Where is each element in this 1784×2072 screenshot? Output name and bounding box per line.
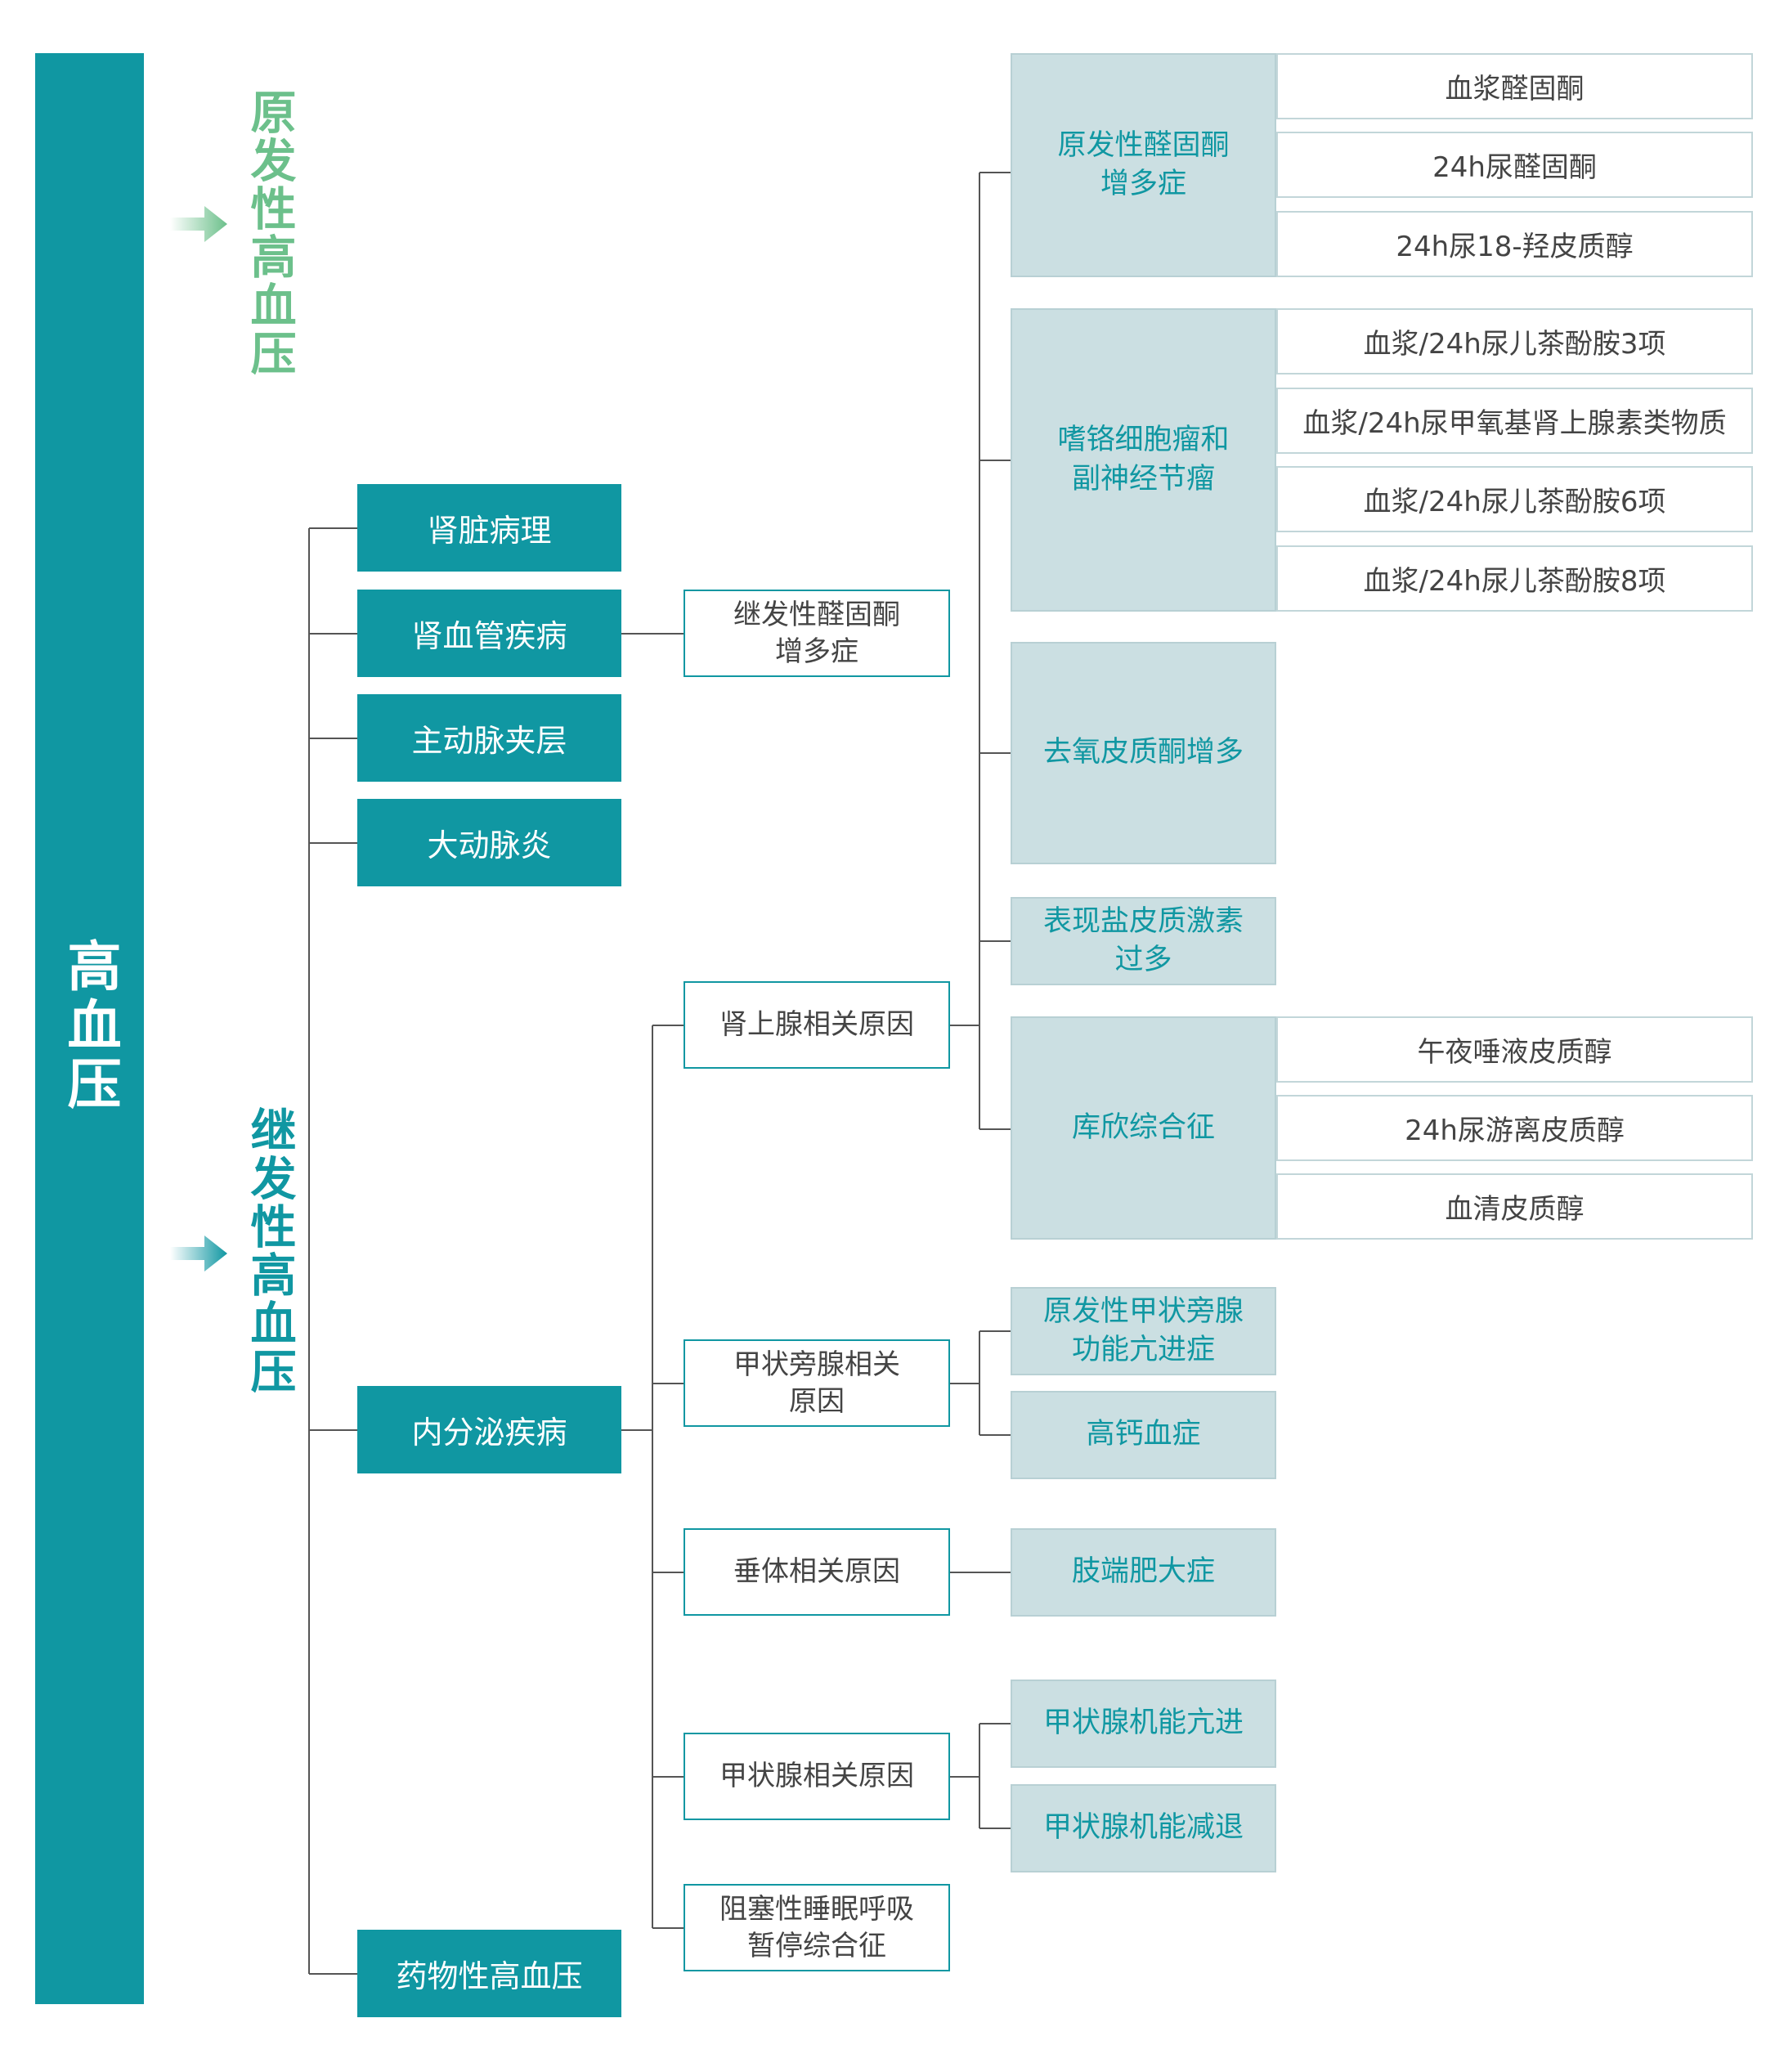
subcause-adrenal: 肾上腺相关原因	[684, 981, 950, 1069]
test-catecholamines-3: 血浆/24h尿儿茶酚胺3项	[1276, 308, 1753, 374]
subcause-osa: 阻塞性睡眠呼吸 暂停综合征	[684, 1884, 950, 1971]
condition-primary-hyperparathyroidism: 原发性甲状旁腺 功能亢进症	[1011, 1287, 1276, 1375]
condition-hypercalcemia: 高钙血症	[1011, 1391, 1276, 1479]
condition-primary-aldosteronism: 原发性醛固酮 增多症	[1011, 53, 1276, 277]
secondary-arrow-icon	[170, 1236, 227, 1271]
condition-doc-excess: 去氧皮质酮增多	[1011, 642, 1276, 864]
test-midnight-salivary-cortisol: 午夜唾液皮质醇	[1276, 1016, 1753, 1083]
condition-hyperthyroidism: 甲状腺机能亢进	[1011, 1680, 1276, 1768]
test-24h-urine-18-hydroxycortisol: 24h尿18-羟皮质醇	[1276, 211, 1753, 277]
primary-arrow-icon	[170, 206, 227, 242]
test-24h-urine-free-cortisol: 24h尿游离皮质醇	[1276, 1095, 1753, 1161]
category-renal-pathology: 肾脏病理	[357, 484, 621, 572]
condition-apparent-mineralocorticoid-excess: 表现盐皮质激素 过多	[1011, 897, 1276, 985]
condition-hypothyroidism: 甲状腺机能减退	[1011, 1784, 1276, 1872]
category-aortitis: 大动脉炎	[357, 799, 621, 886]
condition-cushing-syndrome: 库欣综合征	[1011, 1016, 1276, 1240]
root-label: 高血压	[58, 938, 122, 1114]
test-catecholamines-8: 血浆/24h尿儿茶酚胺8项	[1276, 545, 1753, 612]
subcause-thyroid: 甲状腺相关原因	[684, 1733, 950, 1820]
subcause-secondary-aldosteronism: 继发性醛固酮 增多症	[684, 590, 950, 677]
category-renovascular-disease: 肾血管疾病	[357, 590, 621, 677]
primary-hypertension-label: 原发性高血压	[243, 88, 296, 378]
category-aortic-dissection: 主动脉夹层	[357, 694, 621, 782]
category-drug-induced-hypertension: 药物性高血压	[357, 1930, 621, 2017]
test-metanephrines: 血浆/24h尿甲氧基肾上腺素类物质	[1276, 388, 1753, 454]
test-catecholamines-6: 血浆/24h尿儿茶酚胺6项	[1276, 466, 1753, 532]
condition-acromegaly: 肢端肥大症	[1011, 1528, 1276, 1617]
test-serum-cortisol: 血清皮质醇	[1276, 1173, 1753, 1240]
subcause-pituitary: 垂体相关原因	[684, 1528, 950, 1616]
condition-pheochromocytoma: 嗜铬细胞瘤和 副神经节瘤	[1011, 308, 1276, 612]
root-bar	[35, 53, 144, 2004]
category-endocrine-disease: 内分泌疾病	[357, 1386, 621, 1473]
test-24h-urine-aldosterone: 24h尿醛固酮	[1276, 132, 1753, 198]
subcause-parathyroid: 甲状旁腺相关 原因	[684, 1339, 950, 1427]
test-plasma-aldosterone: 血浆醛固酮	[1276, 53, 1753, 119]
secondary-hypertension-label: 继发性高血压	[243, 1106, 296, 1396]
